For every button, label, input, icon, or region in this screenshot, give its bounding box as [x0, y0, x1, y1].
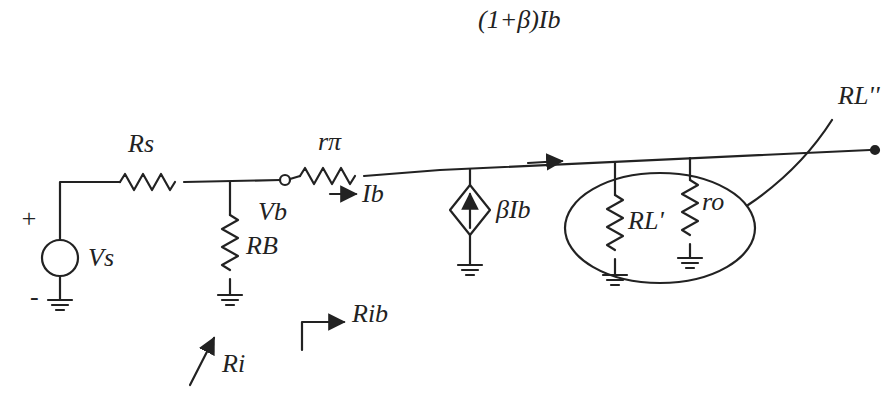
circuit-label: (1+β)Ib	[478, 6, 560, 35]
dependent-source	[450, 185, 490, 235]
circuit-label: Ri	[222, 350, 245, 379]
wire	[614, 259, 616, 275]
wire	[689, 244, 691, 258]
wire	[229, 182, 231, 215]
wire	[469, 235, 471, 265]
circuit-label: Rs	[128, 130, 154, 159]
wire	[290, 176, 300, 179]
resistor-symbol	[682, 180, 698, 235]
output-terminal	[871, 146, 879, 154]
circuit-label: Rib	[352, 300, 388, 329]
leader-line	[748, 120, 832, 205]
circuit-label: Vb	[258, 198, 287, 227]
current-arrow	[330, 193, 356, 195]
current-arrow	[469, 194, 471, 228]
impedance-arrow	[302, 322, 344, 350]
resistor-symbol	[300, 168, 355, 184]
circuit-label: -	[30, 283, 39, 312]
wire	[60, 182, 120, 240]
circuit-label: Vs	[88, 244, 114, 273]
wire	[469, 169, 471, 185]
circuit-label: RB	[246, 232, 278, 261]
ground-symbol	[218, 295, 242, 305]
ground-symbol	[678, 258, 702, 268]
resistor-symbol	[607, 195, 623, 250]
terminal-dot	[280, 175, 290, 185]
circuit-label: RL''	[838, 82, 879, 111]
voltage-source	[42, 240, 78, 276]
circuit-label: rπ	[318, 128, 341, 157]
wire	[229, 279, 231, 295]
wire	[184, 180, 280, 182]
wire	[364, 150, 870, 176]
resistor-symbol	[120, 174, 175, 190]
circuit-label: βIb	[496, 196, 531, 225]
circuit-label: ro	[702, 188, 724, 217]
ground-symbol	[458, 265, 482, 275]
resistor-symbol	[222, 215, 238, 270]
impedance-arrow	[190, 338, 214, 385]
ground-symbol	[48, 300, 72, 310]
current-arrow	[528, 161, 562, 163]
circuit-label: Ib	[362, 180, 384, 209]
grouping-ellipse	[565, 173, 755, 283]
circuit-label: RL'	[628, 207, 664, 236]
circuit-label: +	[20, 205, 38, 234]
wire	[59, 276, 61, 300]
